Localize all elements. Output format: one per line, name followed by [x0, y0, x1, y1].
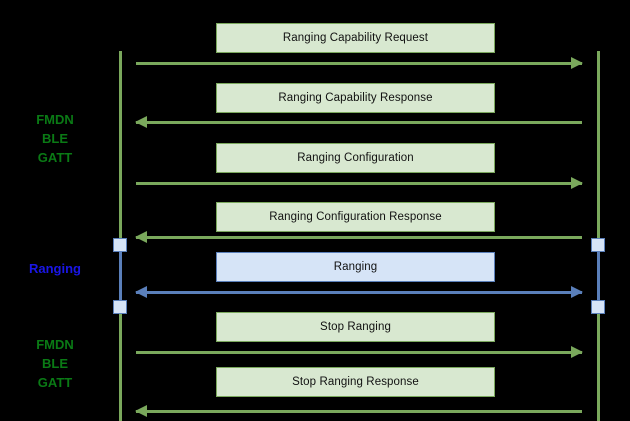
right-ranging-activation	[597, 245, 600, 307]
left-ranging-activation-node-end	[113, 300, 127, 314]
phase-label-line: FMDN	[36, 112, 74, 127]
phase-label-line: Ranging	[29, 261, 81, 276]
arrow-head-right-ranging-configuration	[571, 177, 583, 189]
message-label: Ranging Capability Response	[278, 92, 433, 104]
right-lifeline	[597, 51, 600, 421]
phase-label-line: BLE	[42, 356, 68, 371]
arrow-line-ranging-capability-request	[136, 62, 582, 65]
phase-label-line: FMDN	[36, 337, 74, 352]
arrow-line-stop-ranging	[136, 351, 582, 354]
arrow-line-ranging-configuration-response	[136, 236, 582, 239]
arrow-head-left-ranging	[135, 286, 147, 298]
message-label: Ranging Capability Request	[282, 32, 429, 44]
arrow-head-right-ranging-capability-request	[571, 57, 583, 69]
arrow-head-left-stop-ranging-response	[135, 405, 147, 417]
phase-label-line: GATT	[37, 150, 73, 165]
arrow-head-left-ranging-capability-response	[135, 116, 147, 128]
message-label: Stop Ranging	[320, 321, 391, 333]
arrow-head-right-stop-ranging	[571, 346, 583, 358]
message-box-ranging-capability-response[interactable]: Ranging Capability Response	[216, 83, 495, 113]
left-ranging-activation	[119, 245, 122, 307]
phase-label-phase-ranging: Ranging	[0, 259, 110, 278]
message-box-ranging-configuration-response[interactable]: Ranging Configuration Response	[216, 202, 495, 232]
message-box-stop-ranging[interactable]: Stop Ranging	[216, 312, 495, 342]
arrow-line-ranging-configuration	[136, 182, 582, 185]
message-label: Ranging Configuration Response	[269, 211, 442, 223]
message-box-ranging-capability-request[interactable]: Ranging Capability Request	[216, 23, 495, 53]
phase-label-line: GATT	[37, 375, 73, 390]
message-label: Stop Ranging Response	[292, 376, 419, 388]
arrow-line-ranging-capability-response	[136, 121, 582, 124]
arrow-head-right-ranging	[571, 286, 583, 298]
left-ranging-activation-node-start	[113, 238, 127, 252]
message-label: Ranging Configuration	[297, 152, 414, 164]
message-box-ranging-configuration[interactable]: Ranging Configuration	[216, 143, 495, 173]
phase-label-phase-fmdn-top: FMDN BLE GATT	[0, 110, 110, 167]
phase-label-line: BLE	[42, 131, 68, 146]
left-lifeline	[119, 51, 122, 421]
message-box-ranging[interactable]: Ranging	[216, 252, 495, 282]
arrow-head-left-ranging-configuration-response	[135, 231, 147, 243]
phase-label-phase-fmdn-bottom: FMDN BLE GATT	[0, 335, 110, 392]
right-ranging-activation-node-start	[591, 238, 605, 252]
arrow-line-ranging	[136, 291, 582, 294]
message-box-stop-ranging-response[interactable]: Stop Ranging Response	[216, 367, 495, 397]
message-label: Ranging	[333, 261, 378, 273]
right-ranging-activation-node-end	[591, 300, 605, 314]
arrow-line-stop-ranging-response	[136, 410, 582, 413]
